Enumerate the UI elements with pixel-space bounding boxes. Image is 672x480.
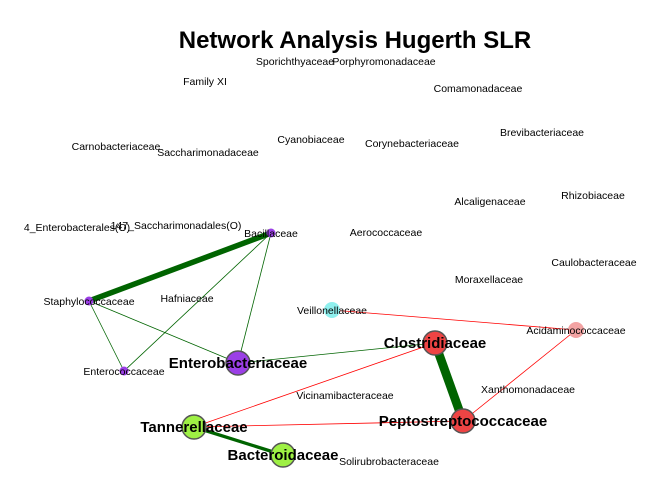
node-label-enterobacterales-o: 4_Enterobacterales(O) xyxy=(24,222,130,234)
node-label-tannerellaceae: Tannerellaceae xyxy=(140,419,247,436)
node-label-bacteroidaceae: Bacteroidaceae xyxy=(228,447,339,464)
node-tannerellaceae xyxy=(181,414,207,440)
edge-clostridiaceae-tannerellaceae xyxy=(193,342,436,428)
node-label-caulobacteraceae: Caulobacteraceae xyxy=(551,257,636,269)
edge-staphylococcaceae-bacillaceae xyxy=(88,230,272,304)
node-veillonellaceae xyxy=(324,302,340,318)
node-label-hafniaceae: Hafniaceae xyxy=(160,293,213,305)
edge-enterobacteriaceae-clostridiaceae xyxy=(237,342,436,364)
node-bacteroidaceae xyxy=(270,442,296,468)
edge-layer xyxy=(88,230,577,457)
node-clostridiaceae xyxy=(422,330,448,356)
node-peptostreptococcaceae xyxy=(450,408,476,434)
node-label-clostridiaceae: Clostridiaceae xyxy=(384,335,487,352)
node-label-acidaminococcaceae: Acidaminococcaceae xyxy=(526,325,625,337)
node-bacillaceae xyxy=(266,228,276,238)
node-label-family-xi: Family XI xyxy=(183,76,227,88)
node-label-saccharimonadales-o: 147_Saccharimonadales(O) xyxy=(111,220,242,232)
node-staphylococcaceae xyxy=(84,296,94,306)
node-label-sporichthyaceae: Sporichthyaceae xyxy=(256,56,334,68)
node-label-veillonellaceae: Veillonellaceae xyxy=(297,305,367,317)
node-label-staphylococcaceae: Staphylococcaceae xyxy=(43,296,134,308)
node-label-moraxellaceae: Moraxellaceae xyxy=(455,274,523,286)
edge-staphylococcaceae-enterobacteriaceae xyxy=(88,300,239,364)
node-enterococcaceae xyxy=(119,366,129,376)
node-label-bacillaceae: Bacillaceae xyxy=(244,228,298,240)
node-acidaminococcaceae xyxy=(568,322,584,338)
edge-veillonellaceae-acidaminococcaceae xyxy=(331,309,577,331)
edge-acidaminococcaceae-peptostreptococcaceae xyxy=(462,329,577,422)
edge-tannerellaceae-peptostreptococcaceae xyxy=(193,420,464,428)
node-label-vicinamibacteraceae: Vicinamibacteraceae xyxy=(296,390,393,402)
node-label-rhizobiaceae: Rhizobiaceae xyxy=(561,190,625,202)
node-layer xyxy=(84,228,584,468)
node-label-cyanobiaceae: Cyanobiaceae xyxy=(277,134,344,146)
node-label-enterobacteriaceae: Enterobacteriaceae xyxy=(169,355,307,372)
diagram-title: Network Analysis Hugerth SLR xyxy=(179,27,532,54)
node-label-xanthomonadaceae: Xanthomonadaceae xyxy=(481,384,575,396)
edge-clostridiaceae-peptostreptococcaceae xyxy=(430,341,468,423)
node-label-alcaligenaceae: Alcaligenaceae xyxy=(454,196,525,208)
edge-bacillaceae-enterobacteriaceae xyxy=(237,232,272,364)
node-label-aerococcaceae: Aerococcaceae xyxy=(350,227,423,239)
label-layer: SporichthyaceaePorphyromonadaceaeFamily … xyxy=(24,56,637,468)
node-label-porphyromonadaceae: Porphyromonadaceae xyxy=(332,56,435,68)
node-label-peptostreptococcaceae: Peptostreptococcaceae xyxy=(379,413,547,430)
node-label-saccharimonadaceae: Saccharimonadaceae xyxy=(157,147,259,159)
node-label-carnobacteriaceae: Carnobacteriaceae xyxy=(72,141,161,153)
edge-staphylococcaceae-enterococcaceae xyxy=(88,300,125,372)
edge-tannerellaceae-bacteroidaceae xyxy=(193,425,284,457)
node-label-enterococcaceae: Enterococcaceae xyxy=(83,366,164,378)
node-label-brevibacteriaceae: Brevibacteriaceae xyxy=(500,127,584,139)
edge-bacillaceae-enterococcaceae xyxy=(123,232,272,372)
node-label-corynebacteriaceae: Corynebacteriaceae xyxy=(365,138,459,150)
node-label-comamonadaceae: Comamonadaceae xyxy=(434,83,523,95)
node-label-solirubrobacteraceae: Solirubrobacteraceae xyxy=(339,456,439,468)
node-enterobacteriaceae xyxy=(225,350,251,376)
